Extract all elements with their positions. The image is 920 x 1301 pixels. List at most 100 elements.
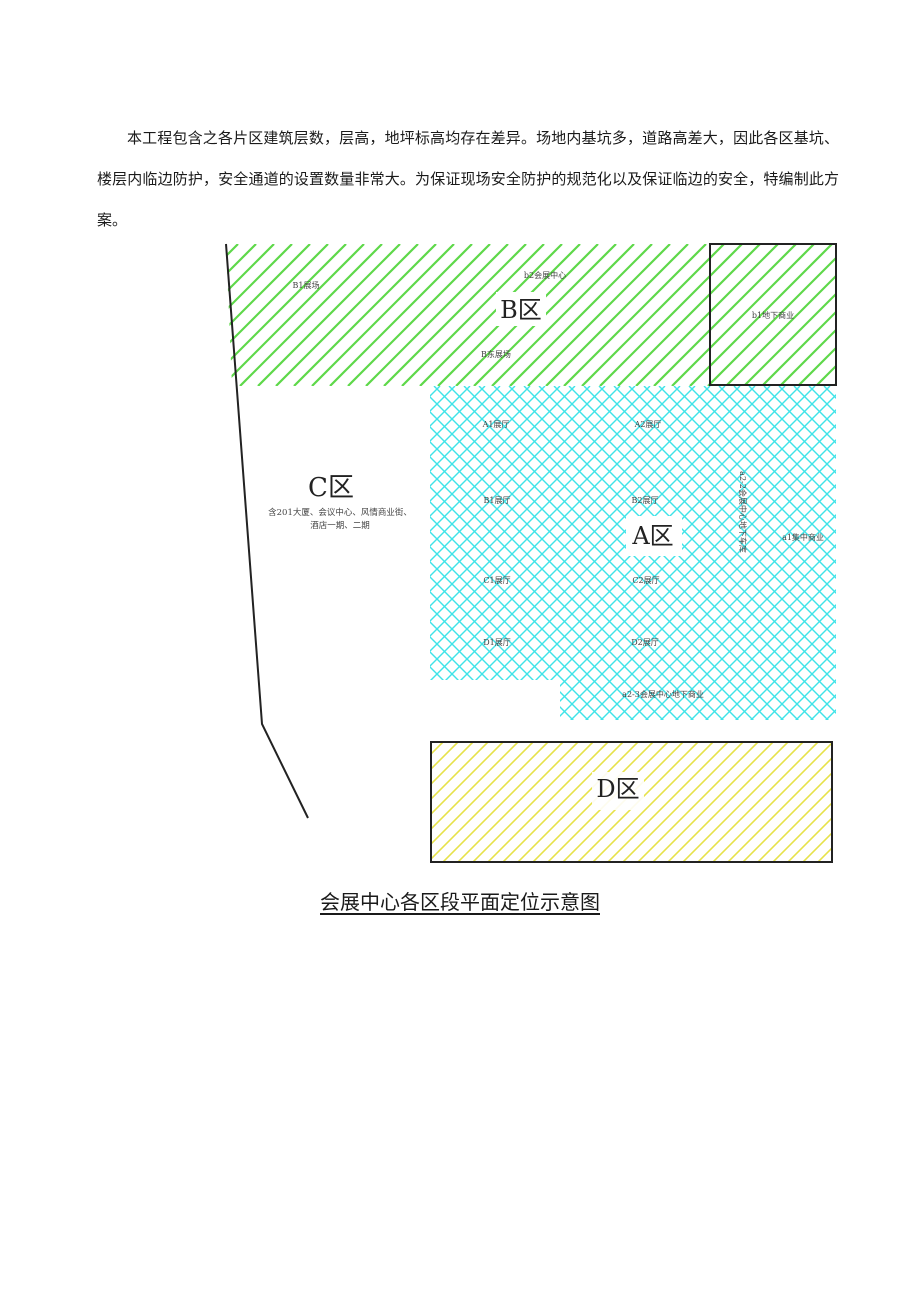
- hatch-line: [448, 386, 786, 720]
- b-sublabel: b2会展中心: [524, 270, 566, 280]
- hatch-line: [430, 386, 681, 720]
- hatch-line: [666, 742, 789, 862]
- hatch-line: [707, 244, 836, 386]
- hatch-line: [430, 386, 546, 720]
- a-sublabel: a2-2会展中心地下车库: [738, 471, 748, 553]
- hatch-line: [430, 386, 741, 720]
- hatch-line: [329, 244, 473, 386]
- hatch-line: [89, 386, 425, 722]
- hatch-line: [431, 742, 534, 846]
- hatch-line: [226, 244, 257, 386]
- hatch-line: [401, 244, 545, 386]
- hatch-line: [486, 742, 609, 862]
- zone-a-label: A区: [631, 522, 673, 550]
- hatch-line: [696, 742, 819, 862]
- zone-c-note: 含201大厦、会议中心、风情商业街、: [268, 507, 412, 518]
- hatch-line: [906, 244, 920, 386]
- hatch-line: [689, 244, 833, 386]
- hatch-line: [906, 742, 920, 864]
- hatch-line: [257, 244, 401, 386]
- hatch-line: [653, 244, 797, 386]
- hatch-line: [430, 386, 516, 720]
- hatch-line: [854, 386, 920, 722]
- hatch-line: [509, 244, 653, 386]
- hatch-line: [226, 244, 275, 386]
- hatch-line: [748, 386, 836, 720]
- zone-d-label: D区: [596, 775, 639, 803]
- hatch-line: [854, 386, 920, 722]
- hatch-line: [430, 386, 591, 720]
- hatch-line: [311, 244, 455, 386]
- hatch-line: [801, 831, 832, 862]
- b-sublabel: B1展场: [293, 281, 320, 290]
- hatch-line: [888, 244, 920, 386]
- hatch-line: [239, 244, 383, 386]
- hatch-line: [599, 244, 743, 386]
- hatch-line: [869, 386, 920, 722]
- hatch-line: [430, 386, 456, 720]
- hatch-line: [430, 386, 546, 720]
- hatch-line: [226, 244, 329, 386]
- hatch-line: [733, 386, 836, 720]
- hatch-line: [226, 244, 365, 386]
- hatch-line: [430, 386, 711, 720]
- hatch-line: [839, 386, 920, 722]
- hatch-line: [643, 386, 836, 720]
- hatch-line: [430, 386, 651, 720]
- hatch-line: [471, 742, 594, 862]
- hatch-line: [876, 742, 920, 864]
- hatch-line: [430, 386, 726, 720]
- a-sublabel: C2展厅: [632, 576, 659, 585]
- hatch-line: [884, 386, 920, 722]
- hatch-line: [681, 742, 804, 862]
- hatch-line: [226, 244, 293, 386]
- hatch-line: [771, 801, 832, 862]
- hatch-line: [581, 244, 725, 386]
- b-sublabel: B东展场: [481, 349, 511, 359]
- zone-b-label: B区: [500, 296, 542, 324]
- hatch-line: [658, 386, 836, 720]
- b1-underground-commercial-box: [709, 243, 837, 386]
- hatch-line: [617, 244, 761, 386]
- hatch-line: [671, 244, 815, 386]
- hatch-line: [431, 742, 444, 756]
- hatch-line: [741, 771, 832, 862]
- hatch-line: [365, 244, 509, 386]
- hatch-line: [430, 386, 456, 720]
- hatch-line: [431, 742, 474, 786]
- zone-d-box: [430, 741, 833, 863]
- hatch-line: [275, 244, 419, 386]
- hatch-line: [748, 386, 836, 720]
- hatch-line: [613, 386, 836, 720]
- hatch-line: [430, 386, 561, 720]
- hatch-line: [725, 244, 836, 386]
- hatch-line: [703, 386, 836, 720]
- hatch-line: [606, 742, 729, 862]
- hatch-line: [763, 386, 836, 720]
- hatch-line: [823, 386, 836, 720]
- hatch-line: [743, 244, 836, 386]
- hatch-line: [673, 386, 836, 720]
- hatch-line: [431, 742, 489, 801]
- hatch-line: [523, 386, 836, 720]
- hatch-line: [306, 742, 428, 864]
- zone-a-area: [89, 386, 920, 722]
- hatch-line: [718, 386, 836, 720]
- hatch-line: [658, 386, 836, 720]
- hatch-line: [797, 244, 836, 386]
- a-sublabel: B2展厅: [632, 496, 659, 505]
- site-boundary-line: [225, 243, 309, 819]
- zone-c-note: 酒店一期、二期: [310, 520, 370, 531]
- hatch-line: [891, 742, 920, 864]
- hatch-line: [538, 386, 836, 720]
- hatch-line: [914, 386, 920, 722]
- a-sublabel: D2展厅: [631, 638, 659, 647]
- hatch-line: [419, 244, 563, 386]
- a-sublabel: a1集中商业: [782, 532, 824, 542]
- hatch-line: [718, 386, 836, 720]
- a-sublabel: A2展厅: [634, 420, 662, 429]
- a-sublabel: C1展厅: [483, 576, 510, 585]
- hatch-line: [756, 786, 832, 862]
- hatch-line: [870, 244, 920, 386]
- hatch-line: [430, 386, 531, 720]
